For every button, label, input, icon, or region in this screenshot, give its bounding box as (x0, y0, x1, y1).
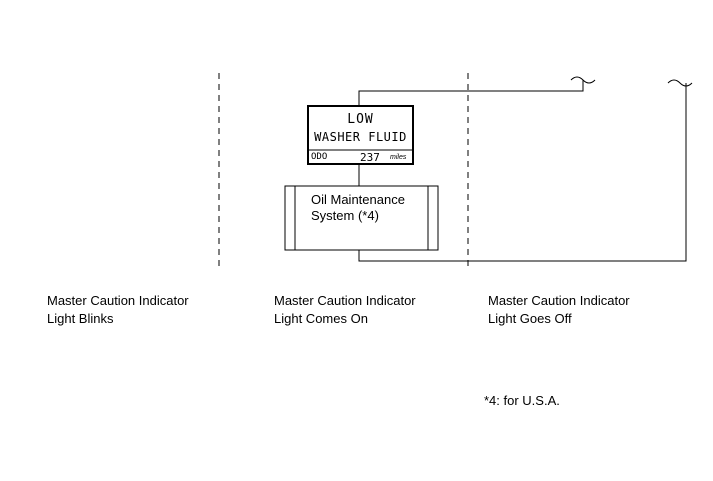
lcd-display-frame (307, 105, 414, 165)
state-comes-on-line-2: Light Comes On (274, 311, 368, 326)
odo-unit: miles (390, 154, 407, 161)
state-label-comes-on: Master Caution Indicator Light Comes On (274, 292, 416, 328)
state-goes-off-line-2: Light Goes Off (488, 311, 572, 326)
state-label-goes-off: Master Caution Indicator Light Goes Off (488, 292, 630, 328)
odo-value: 237 (360, 151, 380, 164)
odo-label: ODO (311, 152, 328, 162)
lcd-line-1: LOW (347, 112, 374, 127)
state-blinks-line-1: Master Caution Indicator (47, 293, 189, 308)
footnote: *4: for U.S.A. (484, 393, 560, 408)
state-label-blinks: Master Caution Indicator Light Blinks (47, 292, 189, 328)
oil-box-line-2: System (*4) (311, 208, 379, 223)
state-blinks-line-2: Light Blinks (47, 311, 114, 326)
connector-lower (358, 83, 687, 262)
connector-upper (358, 80, 584, 106)
oil-maintenance-box (284, 185, 439, 251)
break-mark-lower (667, 79, 693, 87)
lcd-line-2: WASHER FLUID (314, 130, 407, 144)
break-mark-upper (570, 76, 596, 84)
state-comes-on-line-1: Master Caution Indicator (274, 293, 416, 308)
oil-box-line-1: Oil Maintenance (311, 192, 405, 207)
state-goes-off-line-1: Master Caution Indicator (488, 293, 630, 308)
